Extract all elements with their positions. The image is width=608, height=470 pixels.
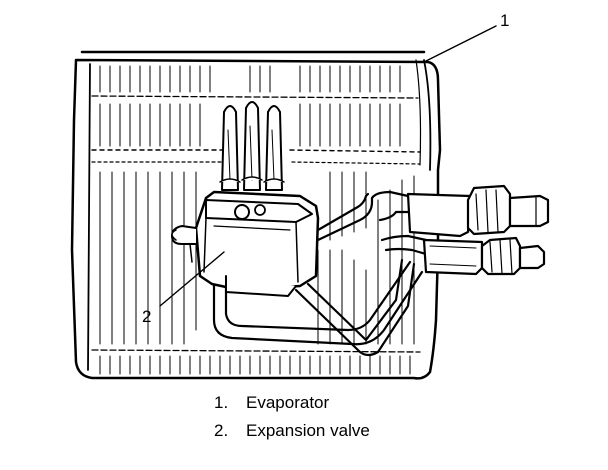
callout-2-number: 2 [142, 307, 151, 326]
upper-fitting [406, 184, 550, 238]
legend-number: 1. [214, 393, 229, 412]
legend-number: 2. [214, 421, 229, 440]
expansion-valve-block [171, 190, 320, 297]
legend-item-expansion-valve: 2. Expansion valve [200, 422, 500, 439]
callout-2-leader [159, 251, 225, 307]
legend-label: Evaporator [246, 393, 330, 412]
legend-label: Expansion valve [246, 421, 370, 440]
callout-1-leader [423, 25, 497, 63]
legend-item-evaporator: 1. Evaporator [200, 394, 500, 411]
refrigerant-lines [212, 190, 428, 357]
evaporator-tubes [219, 101, 285, 191]
legend: 1. Evaporator 2. Expansion valve [200, 394, 500, 450]
callout-1-number: 1 [500, 11, 509, 30]
lower-fitting [422, 236, 546, 276]
